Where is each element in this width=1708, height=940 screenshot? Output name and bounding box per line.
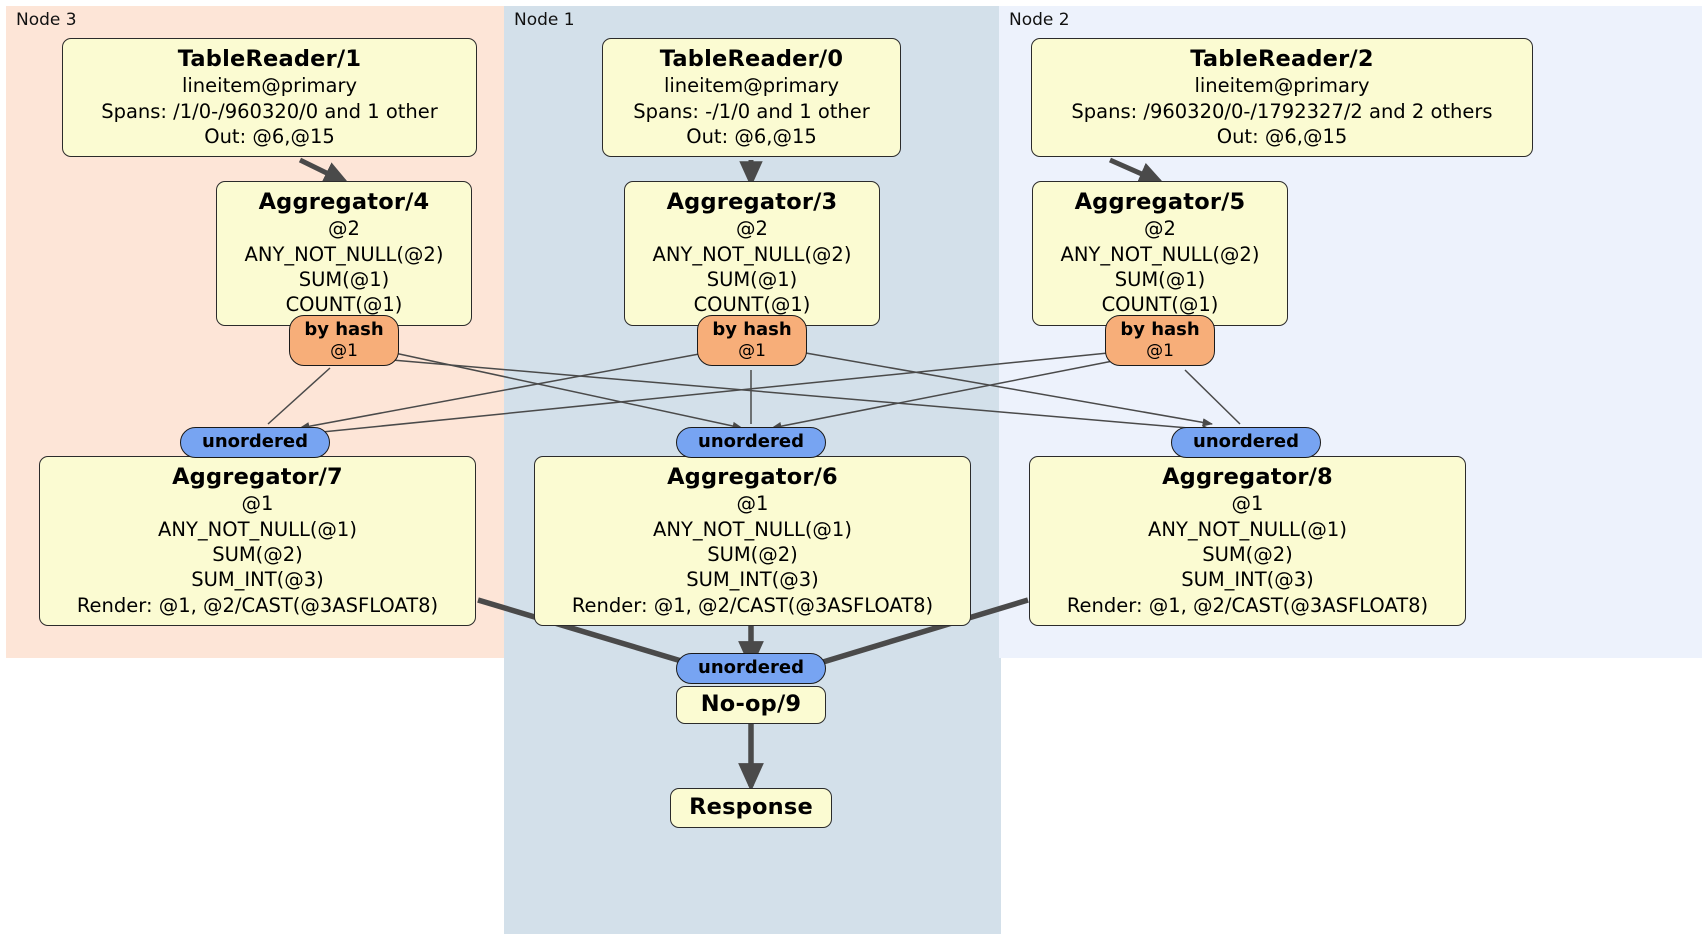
processor-title: No-op/9 (700, 691, 802, 717)
processor-line: SUM_INT(@3) (686, 568, 819, 592)
router-label: by hash (712, 319, 792, 340)
edge-hashleft-syncleft (267, 367, 331, 425)
processor-line: SUM(@2) (707, 543, 798, 567)
processor-line: ANY_NOT_NULL(@1) (1148, 517, 1347, 541)
processor-line: @2 (1144, 217, 1176, 241)
processor-line: @1 (1231, 492, 1264, 516)
hash-router-right[interactable]: by hash @1 (1105, 315, 1215, 366)
node-region-label-node1: Node 1 (514, 10, 575, 30)
processor-tablereader-2[interactable]: TableReader/2 lineitem@primary Spans: /9… (1031, 38, 1533, 158)
processor-line: COUNT(@1) (1101, 293, 1219, 317)
processor-aggregator-5[interactable]: Aggregator/5 @2 ANY_NOT_NULL(@2) SUM(@1)… (1032, 181, 1288, 326)
processor-aggregator-7[interactable]: Aggregator/7 @1 ANY_NOT_NULL(@1) SUM(@2)… (39, 456, 476, 627)
processor-line: lineitem@primary (663, 74, 840, 98)
processor-line: Spans: -/1/0 and 1 other (633, 99, 870, 123)
processor-aggregator-6[interactable]: Aggregator/6 @1 ANY_NOT_NULL(@1) SUM(@2)… (534, 456, 971, 627)
processor-aggregator-8[interactable]: Aggregator/8 @1 ANY_NOT_NULL(@1) SUM(@2)… (1029, 456, 1466, 627)
sync-label: unordered (698, 657, 804, 678)
processor-line: @2 (328, 217, 360, 241)
unordered-sync-center[interactable]: unordered (676, 427, 826, 458)
edge-hashright-syncleft (300, 351, 1119, 438)
node-region-label-node3: Node 3 (16, 10, 77, 30)
processor-aggregator-4[interactable]: Aggregator/4 @2 ANY_NOT_NULL(@2) SUM(@1)… (216, 181, 472, 326)
processor-title: TableReader/0 (659, 46, 844, 72)
processor-line: COUNT(@1) (285, 293, 403, 317)
unordered-sync-left[interactable]: unordered (180, 427, 330, 458)
processor-line: ANY_NOT_NULL(@1) (653, 517, 852, 541)
processor-line: Out: @6,@15 (686, 125, 817, 149)
processor-line: SUM_INT(@3) (1181, 568, 1314, 592)
router-label: by hash (1120, 319, 1200, 340)
processor-line: SUM(@1) (298, 268, 390, 292)
processor-line: Out: @6,@15 (204, 125, 335, 149)
processor-line: Render: @1, @2/CAST(@3ASFLOAT8) (571, 593, 934, 617)
sync-label: unordered (202, 431, 308, 452)
processor-response[interactable]: Response (670, 788, 832, 829)
processor-line: SUM_INT(@3) (191, 568, 324, 592)
processor-line: SUM(@1) (1114, 268, 1206, 292)
processor-line: @1 (736, 492, 769, 516)
processor-aggregator-3[interactable]: Aggregator/3 @2 ANY_NOT_NULL(@2) SUM(@1)… (624, 181, 880, 326)
edge-hashcenter-syncright (799, 351, 1214, 427)
processor-title: Aggregator/8 (1162, 464, 1333, 490)
node-region-label-node2: Node 2 (1009, 10, 1070, 30)
router-sublabel: @1 (738, 340, 766, 361)
edge-hashleft-syncright (391, 359, 1214, 434)
processor-line: ANY_NOT_NULL(@2) (1060, 242, 1260, 266)
processor-line: Render: @1, @2/CAST(@3ASFLOAT8) (76, 593, 439, 617)
processor-line: COUNT(@1) (693, 293, 811, 317)
processor-title: Aggregator/5 (1074, 189, 1246, 215)
processor-line: ANY_NOT_NULL(@2) (652, 242, 852, 266)
processor-noop-9[interactable]: No-op/9 (676, 686, 826, 725)
edge-tablereader2-aggregator5 (1108, 157, 1165, 185)
processor-title: TableReader/1 (177, 46, 362, 72)
router-sublabel: @1 (1146, 340, 1174, 361)
edge-hashcenter-syncleft (298, 351, 711, 431)
unordered-sync-right[interactable]: unordered (1171, 427, 1321, 458)
processor-line: Spans: /1/0-/960320/0 and 1 other (101, 99, 438, 123)
hash-router-center[interactable]: by hash @1 (697, 315, 807, 366)
processor-title: Aggregator/7 (172, 464, 343, 490)
processor-title: Aggregator/6 (667, 464, 838, 490)
edge-tablereader1-aggregator4 (298, 157, 350, 185)
processor-line: Spans: /960320/0-/1792327/2 and 2 others (1071, 99, 1493, 123)
processor-title: TableReader/2 (1190, 46, 1374, 72)
processor-tablereader-0[interactable]: TableReader/0 lineitem@primary Spans: -/… (602, 38, 901, 158)
edge-hashright-syncright (1184, 369, 1241, 425)
processor-line: SUM(@2) (1202, 543, 1293, 567)
processor-line: ANY_NOT_NULL(@2) (244, 242, 444, 266)
edge-aggregator8-syncfinal (784, 597, 1029, 678)
processor-line: @1 (241, 492, 274, 516)
edge-hashright-synccenter (770, 359, 1119, 431)
processor-line: lineitem@primary (181, 74, 358, 98)
hash-router-left[interactable]: by hash @1 (289, 315, 399, 366)
unordered-sync-final[interactable]: unordered (676, 653, 826, 684)
processor-title: Response (689, 794, 813, 820)
router-label: by hash (304, 319, 384, 340)
sync-label: unordered (1193, 431, 1299, 452)
processor-title: Aggregator/3 (666, 189, 838, 215)
processor-line: SUM(@1) (706, 268, 798, 292)
processor-title: Aggregator/4 (258, 189, 430, 215)
sync-label: unordered (698, 431, 804, 452)
processor-line: Out: @6,@15 (1216, 125, 1348, 149)
processor-line: Render: @1, @2/CAST(@3ASFLOAT8) (1066, 593, 1429, 617)
router-sublabel: @1 (330, 340, 358, 361)
processor-line: ANY_NOT_NULL(@1) (158, 517, 357, 541)
edge-hashleft-synccenter (389, 351, 744, 431)
processor-tablereader-1[interactable]: TableReader/1 lineitem@primary Spans: /1… (62, 38, 477, 158)
processor-line: @2 (736, 217, 768, 241)
processor-line: SUM(@2) (212, 543, 303, 567)
processor-line: lineitem@primary (1194, 74, 1370, 98)
